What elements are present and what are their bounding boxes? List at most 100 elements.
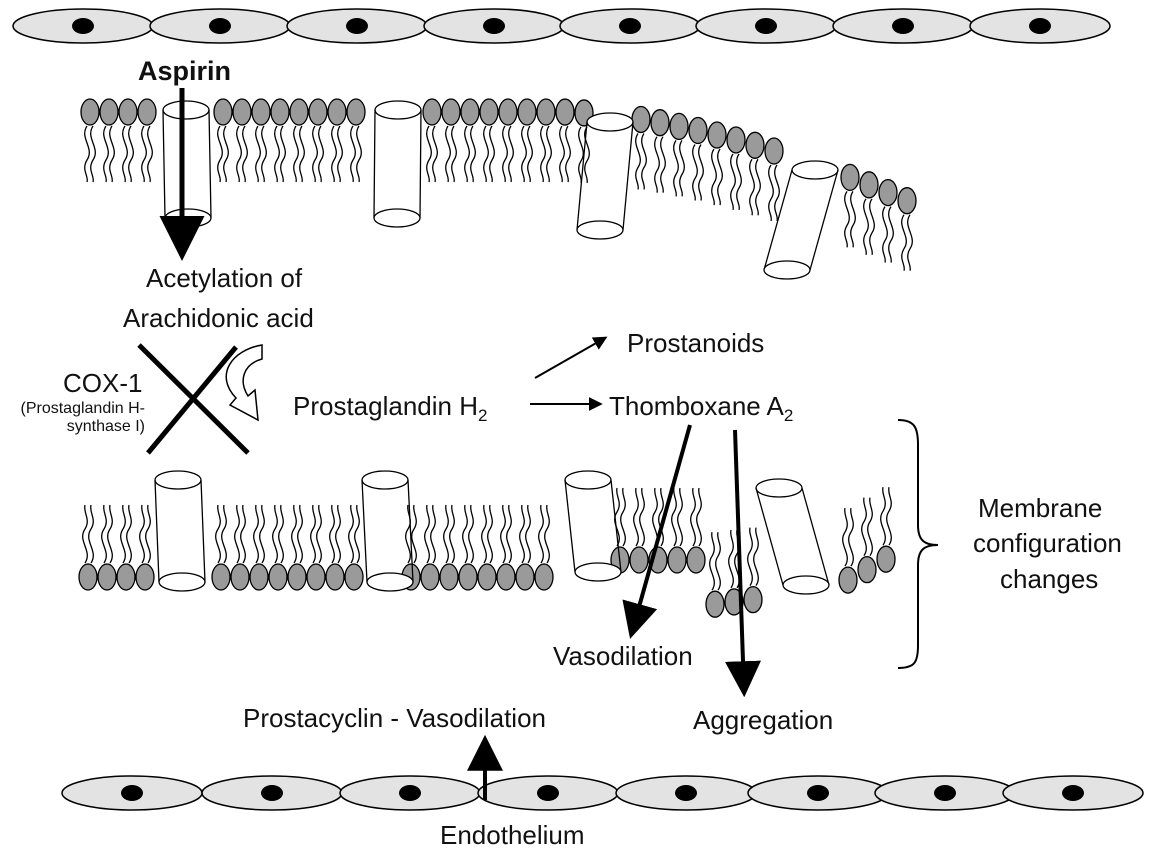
protein-channel — [764, 161, 838, 279]
lipid-tail — [83, 505, 94, 563]
cell-nucleus — [807, 785, 829, 801]
lipid-tail — [104, 126, 115, 182]
lipid-tail — [881, 487, 892, 545]
lipid-tail — [427, 126, 438, 182]
lipid-tail — [615, 488, 626, 546]
lipid-tail — [672, 488, 683, 546]
lipid-head — [497, 564, 515, 590]
lipid-tail — [235, 505, 246, 563]
lipid-head — [841, 164, 859, 190]
conversion-curved-arrow — [226, 345, 262, 420]
lipid-head — [535, 564, 553, 590]
prostanoids-label: Prostanoids — [627, 330, 764, 356]
lipid-tail — [140, 505, 151, 563]
cell-nucleus — [261, 785, 283, 801]
cell-nucleus — [209, 18, 231, 34]
lipid-head — [858, 557, 876, 583]
lipid-head — [347, 99, 365, 125]
cell-nucleus — [121, 785, 143, 801]
lipid-head — [307, 564, 325, 590]
lipid-tail — [465, 126, 476, 182]
lipid-tail — [275, 126, 286, 182]
lipid-tail — [655, 137, 666, 193]
lipid-head — [706, 591, 724, 617]
lipid-tail — [862, 498, 873, 556]
lipid-head — [79, 564, 97, 590]
membrane-label-line1: Membrane — [978, 495, 1102, 521]
lipid-head — [326, 564, 344, 590]
lipid-tail — [123, 126, 134, 182]
lipid-tail — [691, 488, 702, 546]
lipid-head — [839, 567, 857, 593]
lipid-head — [877, 546, 895, 572]
lipid-head — [423, 99, 441, 125]
bottom-endothelium-cells — [62, 776, 1143, 810]
lipid-tail — [351, 126, 362, 182]
lipid-head — [252, 99, 270, 125]
lipid-head — [689, 117, 707, 143]
lipid-tail — [522, 126, 533, 182]
lipid-head — [269, 564, 287, 590]
lipid-tail — [463, 505, 474, 563]
lipid-tail — [446, 126, 457, 182]
lipid-head — [668, 547, 686, 573]
lipid-head — [212, 564, 230, 590]
thromboxane-label: Thomboxane A2 — [609, 393, 793, 419]
cell-nucleus — [1062, 785, 1084, 801]
lipid-head — [687, 547, 705, 573]
membrane-brace — [898, 420, 938, 668]
lipid-head — [250, 564, 268, 590]
lipid-tail — [313, 126, 324, 182]
lipid-tail — [292, 505, 303, 563]
lipid-head — [651, 110, 669, 136]
lipid-tail — [218, 126, 229, 182]
lipid-head — [537, 99, 555, 125]
arrow-to-vasodilation — [632, 425, 690, 632]
lipid-tail — [864, 199, 875, 255]
cell-nucleus — [755, 18, 777, 34]
lipid-head — [630, 547, 648, 573]
lipid-tail — [501, 505, 512, 563]
arrow-to-aggregation — [735, 430, 744, 690]
lipid-head — [81, 99, 99, 125]
lipid-tail — [845, 191, 856, 247]
membrane-label-line2: configuration — [973, 530, 1122, 556]
lipid-head — [345, 564, 363, 590]
cell-nucleus — [892, 18, 914, 34]
lipid-tail — [731, 154, 742, 210]
protein-channel — [155, 471, 205, 591]
lipid-tail — [254, 505, 265, 563]
lipid-head — [765, 138, 783, 164]
lipid-tail — [541, 126, 552, 182]
protein-channel — [756, 479, 829, 594]
aggregation-label: Aggregation — [693, 707, 833, 733]
lipid-tail — [748, 528, 759, 586]
lipid-tail — [444, 505, 455, 563]
cell-nucleus — [346, 18, 368, 34]
lipid-tail — [142, 126, 153, 182]
vasodilation-label: Vasodilation — [553, 643, 693, 669]
lipid-tail — [121, 505, 132, 563]
cell-nucleus — [1029, 18, 1051, 34]
lipid-head — [480, 99, 498, 125]
cox1-label: COX-1 — [63, 370, 142, 396]
lipid-head — [98, 564, 116, 590]
lipid-tail — [482, 505, 493, 563]
lipid-head — [136, 564, 154, 590]
lipid-tail — [484, 126, 495, 182]
protein-channel — [565, 471, 621, 581]
cell-nucleus — [934, 785, 956, 801]
lipid-head — [138, 99, 156, 125]
lipid-head — [421, 564, 439, 590]
lipid-head — [288, 564, 306, 590]
acetylation-label-line2: Arachidonic acid — [123, 305, 314, 331]
lipid-head — [214, 99, 232, 125]
lipid-tail — [693, 144, 704, 200]
cell-nucleus — [399, 785, 421, 801]
lipid-head — [328, 99, 346, 125]
lipid-head — [440, 564, 458, 590]
lipid-head — [499, 99, 517, 125]
prostacyclin-label: Prostacyclin - Vasodilation — [243, 705, 546, 731]
lipid-tail — [539, 505, 550, 563]
lipid-head — [670, 113, 688, 139]
